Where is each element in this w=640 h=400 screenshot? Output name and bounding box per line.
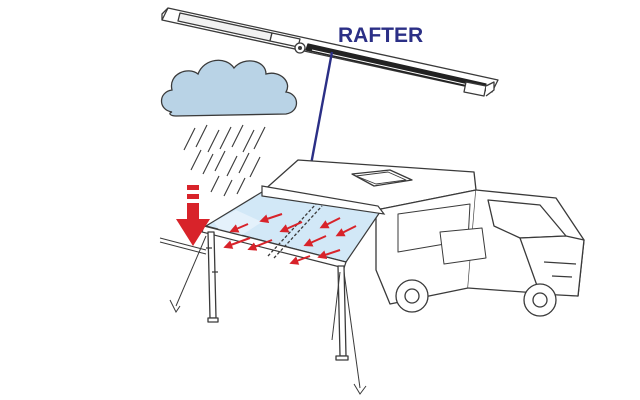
- red-flow-arrow-icon: [229, 223, 249, 233]
- red-flow-arrow-icon: [335, 225, 357, 237]
- red-down-arrow-icon: [176, 185, 210, 246]
- rafter-label: RAFTER: [338, 24, 423, 47]
- red-flow-arrow-icon: [279, 221, 303, 233]
- red-flow-arrow-icon: [303, 235, 327, 247]
- rafter-bar: [161, 7, 499, 97]
- red-flow-arrow-icon: [289, 255, 311, 265]
- red-flow-arrow-icon: [317, 249, 341, 260]
- red-flow-arrow-icon: [247, 239, 273, 251]
- awning-rafter: [267, 203, 317, 257]
- red-flow-arrow-icon: [259, 213, 283, 224]
- support-legs: [206, 231, 349, 361]
- guy-ropes: [169, 235, 367, 395]
- water-flow-arrows: [223, 213, 357, 265]
- ground-line: [159, 237, 207, 251]
- rain-cloud-icon: [160, 59, 298, 197]
- red-flow-arrow-icon: [223, 237, 251, 249]
- red-flow-arrow-icon: [319, 217, 341, 229]
